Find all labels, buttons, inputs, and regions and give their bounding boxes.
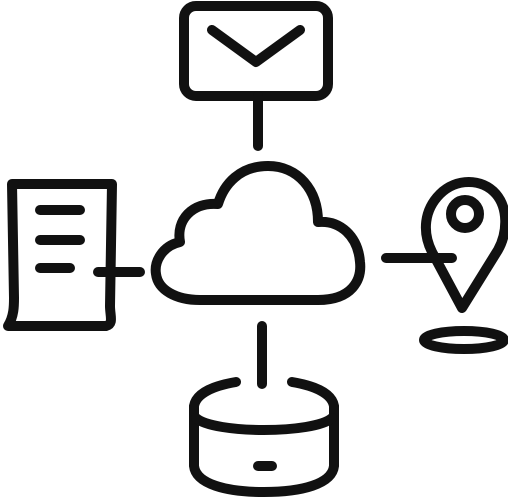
envelope-icon — [179, 1, 333, 101]
map-pin-icon — [419, 177, 508, 354]
document-icon — [3, 179, 117, 331]
database-icon — [189, 377, 339, 497]
cloud-icon — [150, 161, 366, 305]
